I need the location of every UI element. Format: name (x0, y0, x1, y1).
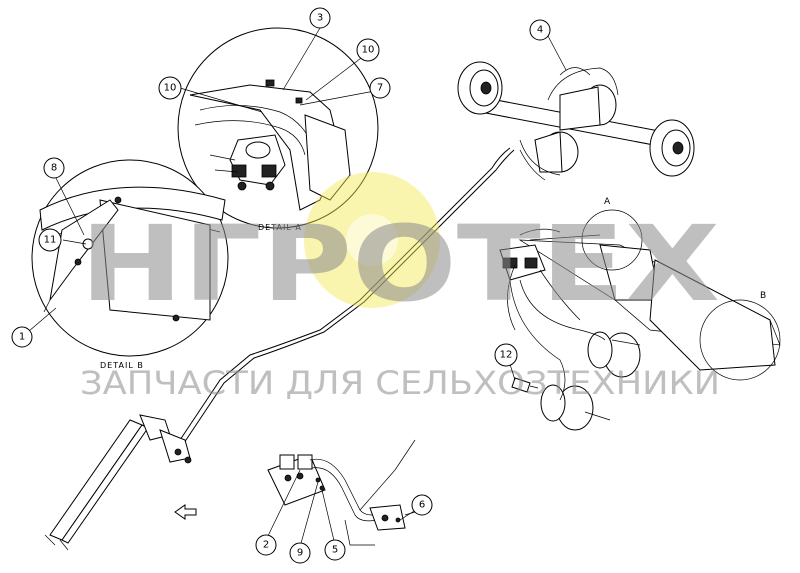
right-hub (649, 119, 695, 177)
svg-text:4: 4 (537, 25, 543, 36)
callout-9[interactable]: 9 (289, 542, 311, 564)
detail-b-ring (699, 299, 781, 381)
callout-2[interactable]: 2 (255, 534, 277, 556)
callout-6[interactable]: 6 (411, 494, 433, 516)
valve-cluster-lower (267, 439, 416, 546)
axle-assembly (457, 61, 695, 177)
svg-text:3: 3 (317, 13, 323, 24)
relay-valve (499, 244, 546, 281)
callout-5[interactable]: 5 (324, 539, 346, 561)
callout-7[interactable]: 7 (369, 77, 391, 99)
detail-a-marker: A (604, 197, 611, 207)
svg-text:10: 10 (362, 45, 375, 56)
detail-a-nuts (265, 79, 303, 104)
callout-4[interactable]: 4 (529, 19, 551, 41)
detail-b-marker: B (760, 291, 766, 301)
callout-11[interactable]: 11 (38, 228, 62, 252)
detail-b-view: DETAIL B (31, 159, 229, 370)
svg-text:11: 11 (44, 235, 57, 246)
callout-1[interactable]: 1 (11, 326, 33, 348)
direction-arrow-icon (174, 504, 197, 520)
detail-a-ring (581, 209, 643, 271)
axle-brake-chamber-upper (559, 84, 617, 131)
main-air-line (179, 147, 511, 441)
spring-brake-upper (587, 331, 641, 378)
callout-3[interactable]: 3 (309, 7, 331, 29)
watermark-logo-text: НГРОТЕХ (80, 203, 720, 325)
detail-b-spring (39, 186, 226, 322)
svg-text:10: 10 (164, 83, 177, 94)
spring-brake-lower (540, 384, 611, 431)
svg-text:9: 9 (297, 548, 303, 559)
watermark: НГРОТЕХ ЗАПЧАСТИ ДЛЯ СЕЛЬХОЗТЕХНИКИ (80, 172, 720, 402)
svg-text:7: 7 (377, 83, 383, 94)
watermark-tagline: ЗАПЧАСТИ ДЛЯ СЕЛЬХОЗТЕХНИКИ (80, 364, 720, 402)
callout-8[interactable]: 8 (43, 157, 65, 179)
svg-text:5: 5 (332, 545, 338, 556)
valve-assembly-right (499, 228, 781, 431)
svg-text:2: 2 (263, 540, 269, 551)
svg-text:8: 8 (51, 163, 57, 174)
svg-text:12: 12 (500, 350, 513, 361)
callout-12[interactable]: 12 (494, 343, 518, 367)
frame-rail (44, 414, 192, 551)
detail-a-view: DETAIL A (177, 27, 379, 232)
left-hub (457, 61, 503, 115)
detail-a-label: DETAIL A (258, 223, 302, 232)
detail-a-valve (209, 134, 286, 191)
svg-text:1: 1 (19, 332, 25, 343)
svg-text:6: 6 (419, 500, 425, 511)
detail-b-label: DETAIL B (100, 361, 144, 370)
fitting-12 (511, 377, 539, 393)
detail-a-bracket (189, 84, 351, 211)
callout-10-upper[interactable]: 10 (356, 38, 380, 62)
axle-brake-chamber-lower (534, 131, 579, 173)
callout-10-left[interactable]: 10 (158, 76, 182, 100)
